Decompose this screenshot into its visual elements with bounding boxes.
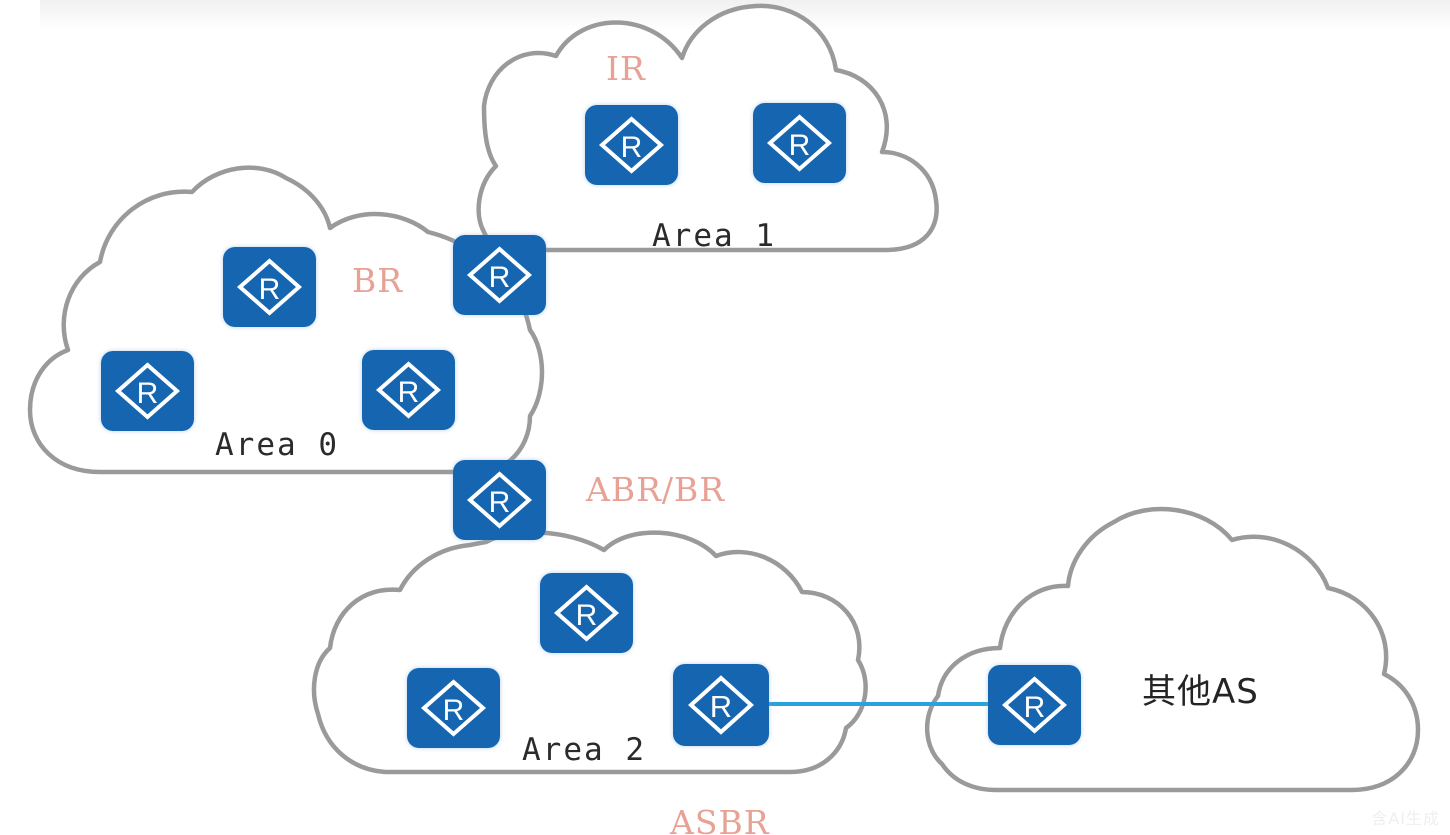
router-abr-br-boundary[interactable]: R (453, 460, 546, 540)
router-other-as[interactable]: R (988, 665, 1081, 745)
svg-text:R: R (789, 129, 811, 162)
router-area1-a[interactable]: R (585, 105, 678, 185)
svg-text:R: R (489, 486, 511, 519)
svg-text:R: R (137, 377, 159, 410)
label-abr-br: ABR/BR (586, 470, 726, 509)
label-br: BR (352, 261, 404, 300)
label-area-2: Area 2 (522, 732, 646, 768)
router-asbr[interactable]: R (673, 664, 769, 746)
label-area-0: Area 0 (215, 427, 339, 463)
label-asbr: ASBR (670, 803, 770, 835)
svg-text:R: R (1024, 691, 1046, 724)
other-as-cloud-outline (925, 506, 1421, 793)
ai-generated-watermark: 含AI生成 (1371, 809, 1440, 828)
label-area-1: Area 1 (652, 218, 776, 254)
svg-text:R: R (443, 694, 465, 727)
label-ir: IR (606, 49, 646, 88)
router-area0-top[interactable]: R (223, 247, 316, 327)
router-area1-b[interactable]: R (753, 103, 846, 183)
router-area2-left[interactable]: R (407, 668, 500, 748)
router-area0-right[interactable]: R (362, 350, 455, 430)
svg-text:R: R (621, 131, 643, 164)
label-other-as: 其他AS (1142, 672, 1259, 712)
svg-text:R: R (710, 689, 732, 724)
router-br-boundary[interactable]: R (453, 235, 546, 315)
svg-text:R: R (489, 261, 511, 294)
router-area2-top[interactable]: R (540, 573, 633, 653)
router-area0-left[interactable]: R (101, 351, 194, 431)
svg-text:R: R (576, 599, 598, 632)
svg-text:R: R (398, 376, 420, 409)
svg-text:R: R (259, 273, 281, 306)
area-1-cloud-outline (476, 3, 939, 253)
